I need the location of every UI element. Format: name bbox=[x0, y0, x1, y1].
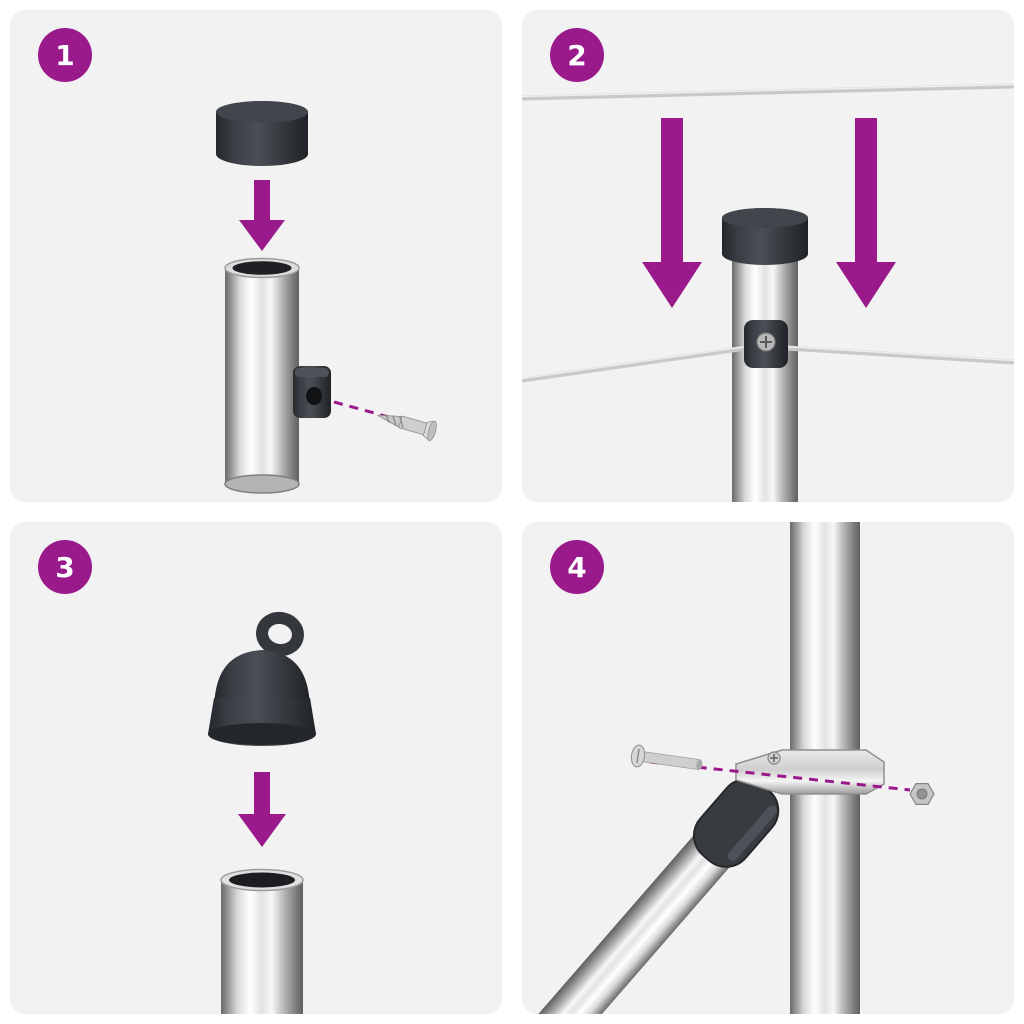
metal-post-icon bbox=[224, 257, 300, 494]
brace-clamp-icon bbox=[735, 749, 885, 795]
step-number: 2 bbox=[567, 38, 587, 72]
eyelet-cap-icon bbox=[208, 611, 316, 746]
step-panel-2: 2 bbox=[522, 10, 1014, 502]
step-number-badge: 1 bbox=[38, 28, 92, 82]
step-4-illustration bbox=[522, 522, 935, 1014]
step-number-badge: 4 bbox=[550, 540, 604, 594]
wire-holder-icon bbox=[744, 320, 788, 368]
step-number: 1 bbox=[55, 38, 75, 72]
step-panel-1: 1 bbox=[10, 10, 502, 502]
screw-icon bbox=[377, 414, 437, 442]
brace-post-icon bbox=[522, 778, 780, 1014]
step-number-badge: 2 bbox=[550, 28, 604, 82]
step-2-illustration bbox=[522, 83, 1014, 502]
metal-post-icon bbox=[220, 868, 304, 1014]
down-arrow-icon bbox=[836, 118, 896, 308]
step-panel-4: 4 bbox=[522, 522, 1014, 1014]
tension-wire-top-icon bbox=[522, 83, 1014, 101]
screw-fitting-icon bbox=[293, 366, 331, 418]
post-cap-icon bbox=[216, 101, 308, 166]
bolt-icon bbox=[630, 744, 703, 771]
step-number-badge: 3 bbox=[38, 540, 92, 594]
step-panel-3: 3 bbox=[10, 522, 502, 1014]
down-arrow-icon bbox=[642, 118, 702, 308]
nut-icon bbox=[909, 783, 935, 805]
step-number: 4 bbox=[567, 550, 587, 584]
step-1-illustration bbox=[216, 101, 437, 494]
step-number: 3 bbox=[55, 550, 75, 584]
step-3-illustration bbox=[208, 611, 316, 1014]
post-cap-icon bbox=[722, 208, 808, 265]
down-arrow-icon bbox=[238, 772, 286, 847]
down-arrow-icon bbox=[239, 180, 285, 251]
dashed-guide-line bbox=[649, 760, 911, 792]
metal-post-icon bbox=[732, 258, 798, 502]
